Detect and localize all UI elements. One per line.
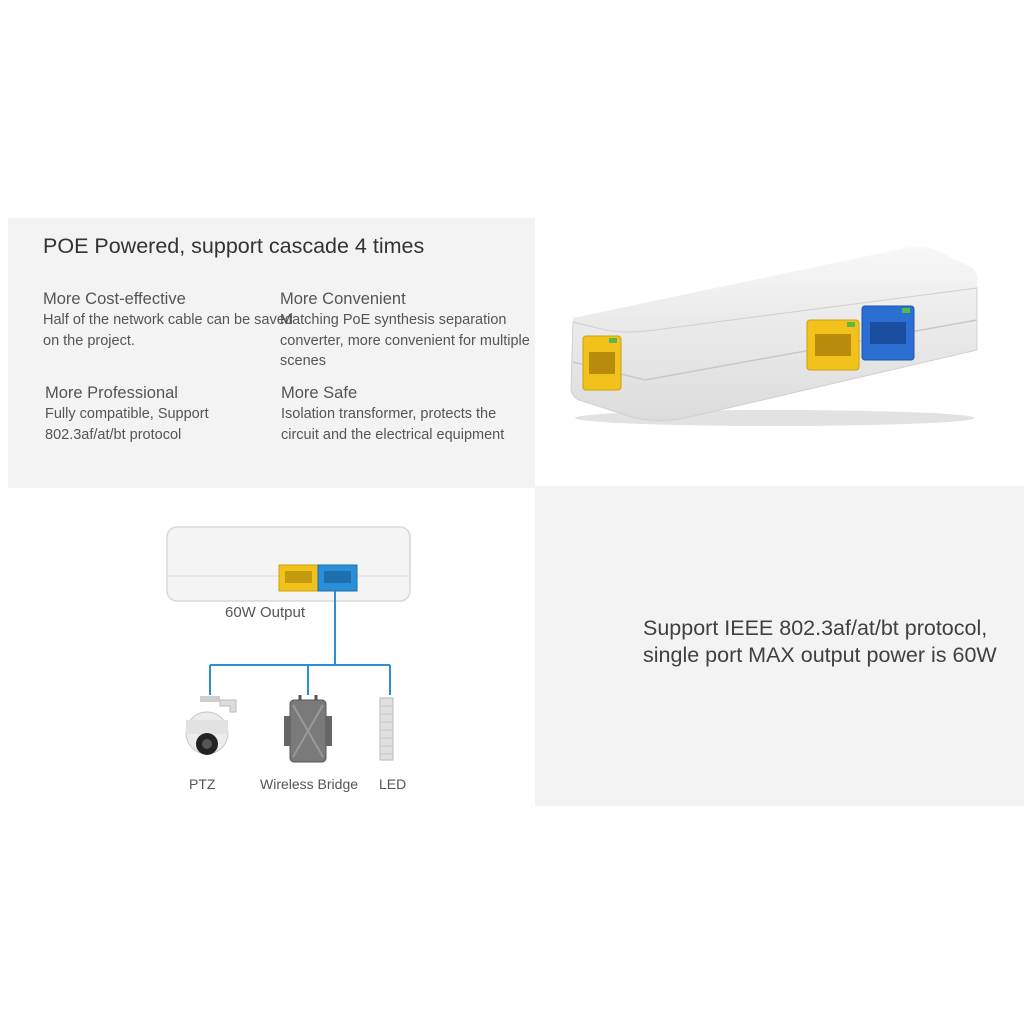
headline: POE Powered, support cascade 4 times bbox=[43, 234, 425, 258]
feature-title: More Safe bbox=[281, 384, 358, 402]
feature-description: Isolation transformer, protects the circ… bbox=[281, 406, 505, 443]
device-label-ptz: PTZ bbox=[189, 776, 216, 792]
device-label-wireless-bridge: Wireless Bridge bbox=[260, 776, 359, 792]
feature-title: More Cost-effective bbox=[43, 290, 186, 308]
ethernet-port-icon bbox=[317, 564, 358, 592]
feature-title: More Professional bbox=[45, 384, 178, 402]
feature-safe: More Safe Isolation transformer, protect… bbox=[281, 382, 541, 445]
feature-convenient: More Convenient Matching PoE synthesis s… bbox=[280, 288, 540, 372]
feature-description: Matching PoE synthesis separation conver… bbox=[280, 312, 530, 369]
feature-cost-effective: More Cost-effective Half of the network … bbox=[43, 288, 303, 351]
ptz-camera-icon bbox=[185, 696, 237, 755]
cable-lines bbox=[209, 591, 391, 695]
application-diagram bbox=[166, 526, 411, 763]
protocol-text: Support IEEE 802.3af/at/bt protocol, sin… bbox=[643, 616, 997, 667]
ethernet-port-icon bbox=[582, 335, 622, 391]
feature-title: More Convenient bbox=[280, 290, 406, 308]
wireless-bridge-icon bbox=[284, 695, 332, 763]
feature-description: Half of the network cable can be saved o… bbox=[43, 312, 293, 349]
ethernet-port-icon bbox=[861, 305, 915, 361]
feature-description: Fully compatible, Support 802.3af/at/bt … bbox=[45, 406, 209, 443]
features-panel bbox=[8, 218, 535, 488]
device-label-led: LED bbox=[379, 776, 407, 792]
ethernet-port-icon bbox=[278, 564, 319, 592]
led-light-icon bbox=[379, 697, 394, 761]
protocol-panel bbox=[535, 486, 1024, 806]
output-label: 60W Output bbox=[225, 604, 306, 621]
ethernet-port-icon bbox=[806, 319, 860, 371]
poe-splitter-image bbox=[570, 246, 978, 426]
feature-professional: More Professional Fully compatible, Supp… bbox=[45, 382, 305, 445]
